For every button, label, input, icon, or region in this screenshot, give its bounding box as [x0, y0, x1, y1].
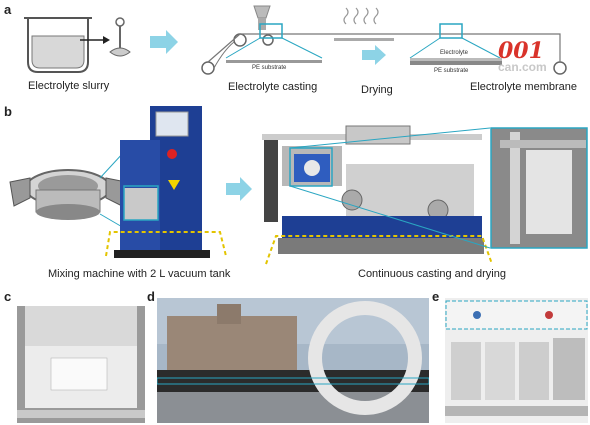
beaker-icon	[24, 17, 92, 73]
panel-label-c: c	[4, 289, 12, 304]
panel-a-schematic	[24, 5, 567, 75]
spoon-icon	[109, 17, 131, 57]
panel-label-a: a	[4, 2, 12, 17]
electrolyte-casting-label: Electrolyte casting	[228, 81, 318, 93]
watermark-site: can.com	[498, 60, 547, 74]
electrolyte-layer-label: Electrolyte	[440, 50, 469, 56]
vacuum-tank-image	[9, 169, 127, 220]
membrane-roll-photo	[17, 306, 145, 423]
panel-label-e: e	[432, 289, 440, 304]
electrolyte-slurry-label: Electrolyte slurry	[28, 80, 110, 92]
casting-caption: Continuous casting and drying	[358, 268, 506, 280]
watermark-logo: 001 can.com	[498, 38, 547, 74]
rollers-closeup-image	[490, 127, 588, 249]
panel-label-d: d	[147, 289, 155, 304]
mixing-machine-caption: Mixing machine with 2 L vacuum tank	[48, 268, 231, 280]
pe-substrate-label: PE substrate	[252, 65, 287, 71]
process-arrow-icon	[362, 45, 386, 65]
transfer-arrow-icon	[80, 36, 110, 44]
pe-substrate-membrane-label: PE substrate	[434, 68, 469, 74]
electrolyte-membrane-label: Electrolyte membrane	[470, 81, 577, 93]
mixing-machine-image	[105, 106, 227, 258]
watermark-number: 001	[498, 38, 544, 64]
campus-photo	[157, 298, 429, 423]
pouch-cells-photo	[445, 298, 588, 423]
process-arrow-icon	[226, 177, 252, 201]
heat-icon	[343, 7, 379, 25]
panel-label-b: b	[4, 104, 12, 119]
casting-machine-image	[262, 125, 493, 265]
drying-label: Drying	[361, 84, 393, 96]
process-arrow-icon	[150, 30, 178, 54]
panel-b-schematic	[9, 106, 588, 265]
